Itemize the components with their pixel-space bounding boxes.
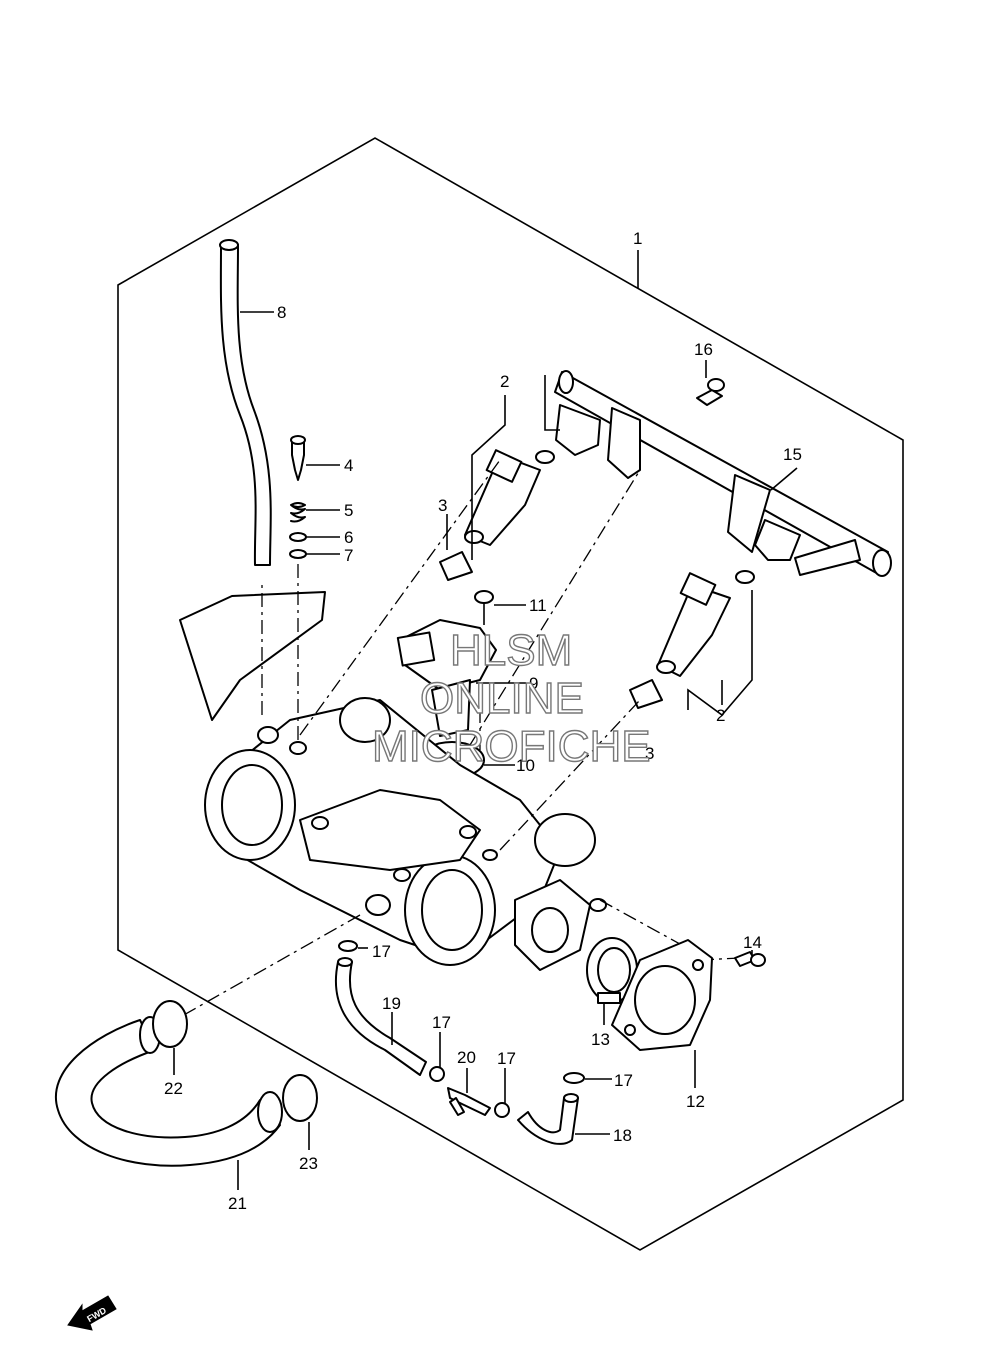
screw-14: [734, 951, 766, 967]
watermark-line-2: ONLINE: [420, 674, 584, 723]
callout-8: 8: [277, 303, 286, 322]
callout-17: 17: [614, 1071, 633, 1090]
callout-6: 6: [344, 528, 353, 547]
fwd-arrow-icon: FWD: [67, 1295, 117, 1331]
fuel-delivery-pipe: [554, 370, 892, 577]
injector-lower: [656, 570, 755, 677]
callout-18: 18: [613, 1126, 632, 1145]
joint-20: [447, 1087, 491, 1116]
callout-15: 15: [783, 445, 802, 464]
joint-13: [586, 937, 638, 1004]
callout-17: 17: [497, 1049, 516, 1068]
clamp-17-b: [429, 1066, 445, 1082]
seal-upper: [439, 551, 473, 581]
clamp-23: [282, 1074, 318, 1122]
callout-14: 14: [743, 933, 762, 952]
seal-lower: [629, 679, 663, 709]
callout-19: 19: [382, 994, 401, 1013]
callout-12: 12: [686, 1092, 705, 1111]
callout-22: 22: [164, 1079, 183, 1098]
callout-17: 17: [372, 942, 391, 961]
callout-2: 2: [716, 706, 725, 725]
screw-11: [474, 590, 494, 625]
callout-4: 4: [344, 456, 353, 475]
clamp-17-c: [494, 1102, 510, 1118]
callout-23: 23: [299, 1154, 318, 1173]
throttle-sensor: [396, 619, 497, 737]
clamp-17-a: [338, 940, 358, 952]
callout-17: 17: [432, 1013, 451, 1032]
callout-9: 9: [529, 674, 538, 693]
callout-13: 13: [591, 1030, 610, 1049]
callout-21: 21: [228, 1194, 247, 1213]
callout-3: 3: [438, 496, 447, 515]
clamp-17-d: [563, 1072, 585, 1084]
hose-21: [55, 1016, 283, 1167]
hose-19: [334, 957, 427, 1076]
hose-18: [517, 1093, 579, 1145]
callout-16: 16: [694, 340, 713, 359]
callout-7: 7: [344, 546, 353, 565]
callout-10: 10: [516, 756, 535, 775]
air-screw-set: [289, 435, 307, 559]
cover-12: [611, 939, 713, 1051]
assembly-outline: [117, 137, 904, 1251]
callout-2: 2: [500, 372, 509, 391]
watermark-line-3: MICROFICHE: [372, 722, 651, 771]
callout-3: 3: [645, 744, 654, 763]
watermark-line-1: HLSM: [450, 626, 572, 675]
breather-hose: [219, 239, 272, 566]
callout-1: 1: [633, 229, 642, 248]
clamp-22: [152, 1000, 188, 1048]
bolt-16: [696, 378, 725, 406]
injector-upper: [464, 449, 555, 546]
callout-20: 20: [457, 1048, 476, 1067]
callout-5: 5: [344, 501, 353, 520]
callout-11: 11: [529, 596, 547, 615]
throttle-body: [179, 591, 607, 971]
